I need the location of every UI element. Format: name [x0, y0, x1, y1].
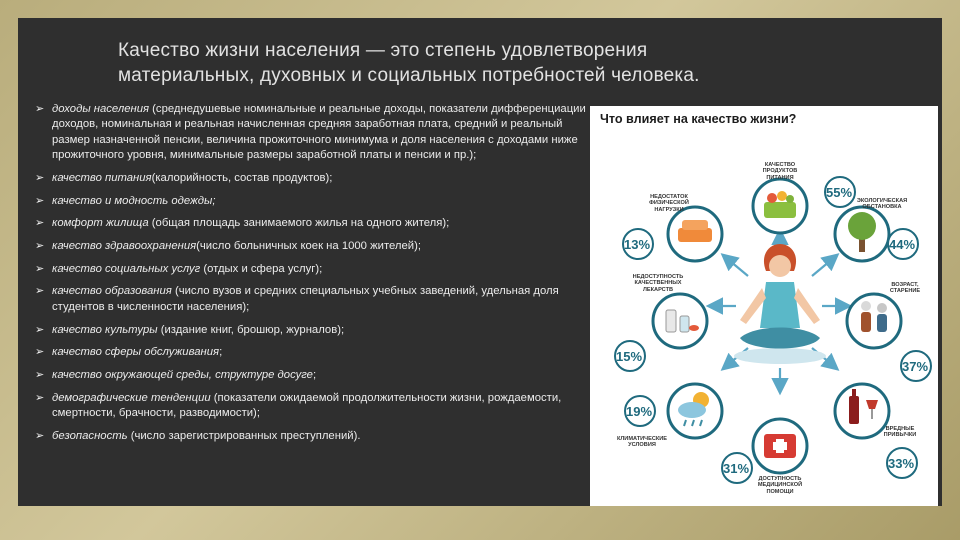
quality-of-life-infographic: Что влияет на качество жизни? качество п…	[590, 106, 938, 506]
medicine-label: доступность медицинской помощи	[757, 476, 803, 495]
list-item: ➢качество образования (число вузов и сре…	[35, 285, 559, 313]
food-basket-icon	[764, 191, 796, 218]
arrow-bullet-icon: ➢	[35, 103, 45, 115]
nutrition-percent: 55%	[826, 185, 853, 200]
arrow-bullet-icon: ➢	[35, 194, 45, 207]
list-item: ➢качество сферы обслуживания;	[28, 345, 594, 360]
habits-circle	[833, 382, 891, 440]
drugs-percent: 15%	[616, 349, 643, 364]
list-item: ➢качество питания(калорийность, состав п…	[28, 171, 594, 186]
arrow-bullet-icon: ➢	[35, 368, 45, 381]
arrow-bullet-icon: ➢	[35, 262, 45, 275]
nutrition-label: качество продуктов питания	[762, 162, 798, 181]
meditating-woman-icon	[734, 244, 826, 364]
ecology-percent: 44%	[889, 237, 916, 252]
activity-label: недостаток физической нагрузки	[649, 194, 689, 213]
arrow-bullet-icon: ➢	[35, 429, 45, 442]
sofa-icon	[678, 220, 712, 242]
list-item: ➢демографические тенденции (показатели о…	[35, 391, 562, 420]
infographic-title: Что влияет на качество жизни?	[600, 112, 797, 126]
arrow-bullet-icon: ➢	[35, 323, 45, 336]
factors-list: ➢доходы населения (среднедушевые номинал…	[28, 102, 594, 451]
infographic-graphics	[614, 176, 932, 484]
slide: Качество жизни населения — это степень у…	[18, 18, 942, 506]
arrow-bullet-icon: ➢	[35, 171, 45, 184]
climate-percent: 19%	[626, 404, 653, 419]
arrow-bullet-icon: ➢	[35, 217, 45, 230]
climate-label: климатические условия	[616, 436, 668, 449]
activity-percent: 13%	[624, 237, 651, 252]
first-aid-kit-icon	[764, 434, 796, 458]
list-item: ➢доходы населения (среднедушевые номинал…	[35, 103, 586, 162]
title-line-1: Качество жизни населения — это степень у…	[118, 40, 648, 61]
list-item: ➢качество культуры (издание книг, брошюр…	[28, 323, 594, 338]
arrow-bullet-icon: ➢	[35, 346, 45, 359]
elderly-couple-icon	[861, 301, 887, 332]
age-label: возраст, старение	[889, 282, 921, 295]
tree-icon	[848, 212, 876, 252]
habits-label: вредные привычки	[883, 426, 917, 439]
ecology-label: экологическая обстановка	[856, 198, 908, 211]
list-item: ➢качество социальных услуг (отдых и сфер…	[28, 262, 594, 277]
list-item: ➢комфорт жилища (общая площадь занимаемо…	[28, 216, 594, 231]
arrow-bullet-icon: ➢	[35, 391, 45, 404]
medicine-bottles-icon	[665, 309, 699, 333]
arrow-bullet-icon: ➢	[35, 285, 45, 298]
list-item: ➢безопасность (число зарегистрированных …	[28, 429, 594, 444]
age-percent: 37%	[902, 359, 929, 374]
drugs-label: недоступность качественных лекарств	[632, 274, 684, 293]
medicine-percent: 31%	[723, 461, 750, 476]
arrow-bullet-icon: ➢	[35, 240, 45, 253]
list-item: ➢качество окружающей среды, структуре до…	[28, 368, 594, 383]
list-item: ➢качество здравоохранения(число больничн…	[28, 239, 594, 254]
age-circle	[845, 292, 903, 350]
list-item: ➢качество и модность одежды;	[28, 194, 594, 209]
habits-percent: 33%	[888, 456, 915, 471]
title-line-2: материальных, духовных и социальных потр…	[118, 65, 700, 86]
wine-bottle-icon	[849, 389, 878, 424]
slide-title: Качество жизни населения — это степень у…	[118, 38, 818, 88]
percent-circles	[614, 176, 932, 484]
weather-cloud-icon	[678, 392, 709, 427]
